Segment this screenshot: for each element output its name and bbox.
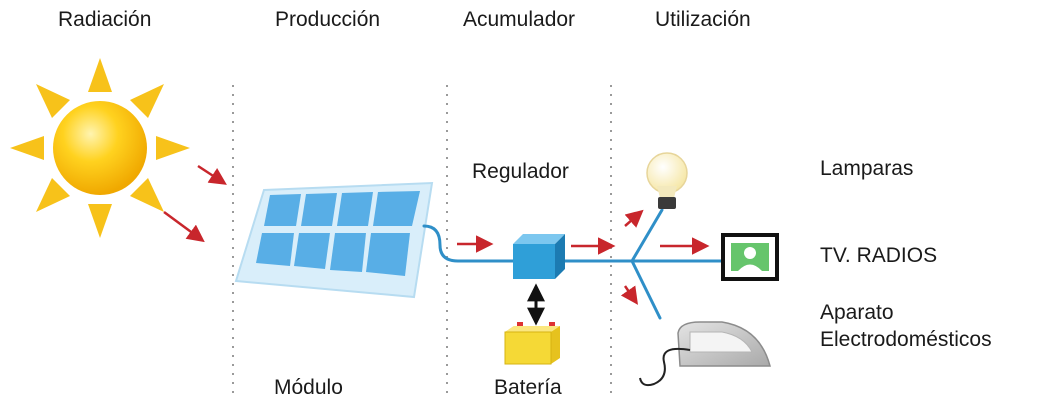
label-tv-radios: TV. RADIOS <box>820 244 938 267</box>
lightbulb-icon <box>646 152 688 209</box>
header-acumulador: Acumulador <box>463 8 576 31</box>
label-regulador: Regulador <box>472 160 569 183</box>
label-aparato: Aparato <box>820 301 894 324</box>
tv-icon <box>721 233 779 281</box>
sun-icon <box>10 58 190 238</box>
wiring <box>422 208 724 320</box>
regulator-icon <box>513 234 565 279</box>
solar-panel-icon <box>234 181 434 299</box>
label-lamparas: Lamparas <box>820 157 914 180</box>
header-produccion: Producción <box>275 8 381 31</box>
label-bateria: Batería <box>494 376 562 399</box>
header-utilizacion: Utilización <box>655 8 751 31</box>
radiation-arrows <box>163 164 227 243</box>
section-dividers <box>232 85 612 400</box>
battery-icon <box>504 322 560 365</box>
label-electrodomesticos: Electrodomésticos <box>820 328 992 351</box>
header-radiacion: Radiación <box>58 8 152 31</box>
label-modulo: Módulo <box>274 376 343 399</box>
iron-icon <box>639 321 771 387</box>
flow-arrows <box>457 209 710 305</box>
